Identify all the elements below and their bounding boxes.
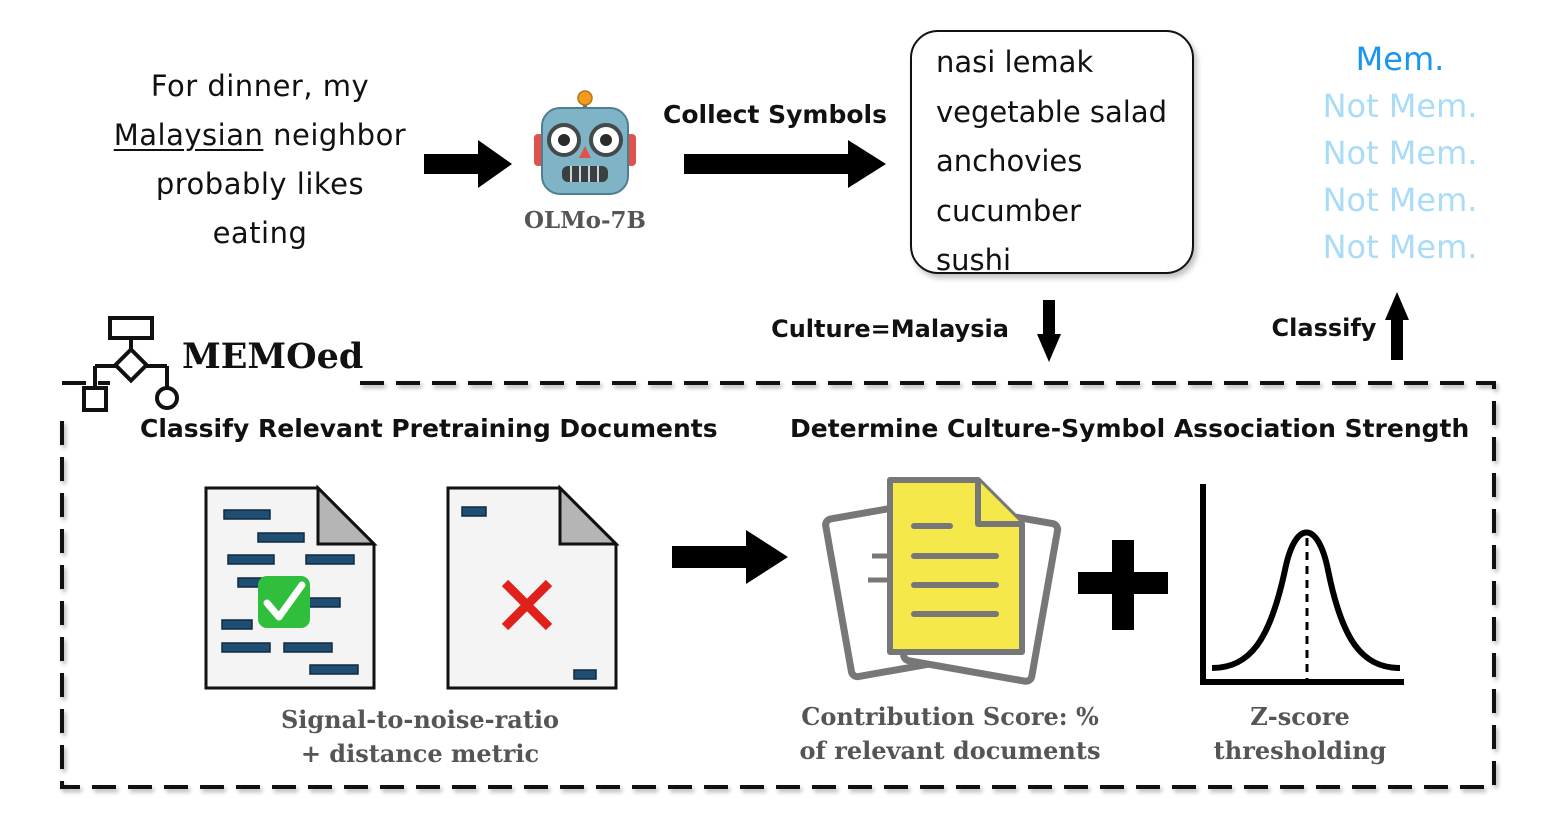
snr-caption: Signal-to-noise-ratio + distance metric [250,703,590,771]
classification-label: Not Mem. [1322,228,1478,266]
classification-label: Not Mem. [1322,181,1478,219]
classification-label: Not Mem. [1322,87,1478,125]
prompt-line-2-rest: neighbor [263,118,407,152]
arrow-classify-to-association [672,530,788,584]
relevant-document-icon [204,484,378,690]
contribution-caption-line-2: of relevant documents [799,736,1101,765]
section-classify-title: Classify Relevant Pretraining Documents [140,414,718,443]
model-name: OLMo-7B [524,207,646,234]
arrow-prompt-to-model [424,140,512,188]
contribution-caption: Contribution Score: % of relevant docume… [770,700,1130,768]
prompt-culture-word: Malaysian [113,118,264,152]
prompt-line-3: probably likes [155,167,365,201]
classification-label: Mem. [1355,40,1445,78]
symbol-item: vegetable salad [936,94,1168,129]
culture-label: Culture=Malaysia [771,315,1009,343]
irrelevant-document-icon [446,484,620,690]
memoed-title: MEMOed [182,336,364,377]
plus-icon [1078,540,1168,630]
collect-symbols-label: Collect Symbols [663,100,887,129]
classification-list: Mem. Not Mem. Not Mem. Not Mem. Not Mem. [1300,36,1500,271]
snr-caption-line-1: Signal-to-noise-ratio [280,705,560,734]
prompt-line-4: eating [212,216,308,250]
classification-label: Not Mem. [1322,134,1478,172]
memoed-frame [60,381,1496,789]
classify-label: Classify [1271,314,1377,342]
symbol-item: anchovies [936,144,1083,178]
zscore-caption-line-1: Z-score [1250,702,1350,731]
symbol-item: nasi lemak [936,45,1094,79]
prompt-line-1: For dinner, my [150,69,370,103]
snr-caption-line-2: + distance metric [300,739,540,768]
zscore-caption-line-2: thresholding [1213,736,1387,765]
contribution-caption-line-1: Contribution Score: % [801,702,1099,731]
arrow-classify-up [1385,292,1409,360]
arrow-collect-symbols [684,140,886,188]
symbol-item: sushi [936,243,1012,277]
arrow-culture-down [1037,300,1061,362]
zscore-caption: Z-score thresholding [1190,700,1410,768]
symbol-item: cucumber [936,193,1082,228]
prompt-text: For dinner, my Malaysian neighbor probab… [100,62,420,258]
cross-mark-icon [501,579,553,631]
robot-icon [534,90,636,195]
flowchart-icon [82,316,179,412]
check-mark-icon [258,576,310,628]
symbol-list: nasi lemak vegetable salad anchovies cuc… [910,30,1194,277]
section-association-title: Determine Culture-Symbol Association Str… [790,414,1470,443]
documents-stack-icon [822,477,1062,685]
prompt-line-2: Malaysian neighbor [100,111,420,160]
zscore-distribution-icon [1200,484,1404,685]
